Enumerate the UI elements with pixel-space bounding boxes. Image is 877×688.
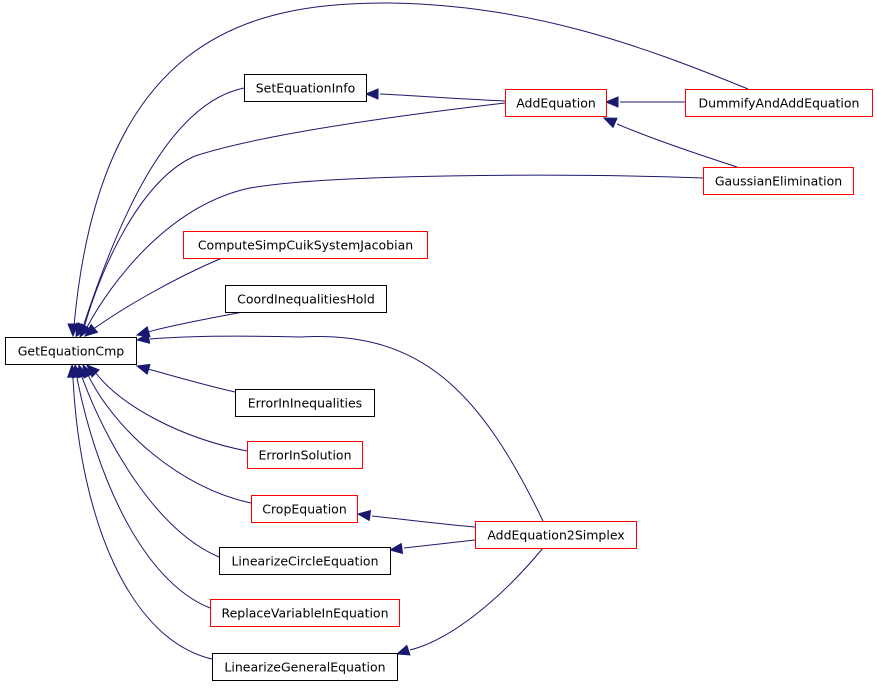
edge-add-equation2-simplex-to-crop-equation (356, 509, 476, 528)
node-box[interactable] (235, 389, 375, 417)
node-box[interactable] (685, 89, 873, 117)
edge-line (87, 374, 252, 504)
arrowhead-icon (135, 332, 151, 344)
node-label: SetEquationInfo (256, 81, 356, 96)
node-add-equation2-simplex[interactable]: AddEquation2Simplex (475, 521, 637, 549)
edge-dummify-and-add-equation-to-root (67, 2, 749, 338)
edge-add-equation2-simplex-to-linearize-circle-equation (388, 539, 476, 555)
edge-dummify-and-add-equation-to-add-equation (604, 96, 685, 108)
edge-line (147, 311, 244, 333)
node-set-equation-info[interactable]: SetEquationInfo (244, 74, 367, 102)
edge-line (72, 377, 213, 660)
edge-error-in-solution-to-root (86, 364, 248, 452)
node-linearize-general-equation[interactable]: LinearizeGeneralEquation (212, 653, 398, 681)
edge-add-equation-to-set-equation-info (364, 88, 506, 102)
arrowhead-icon (388, 542, 404, 555)
edge-line (76, 377, 211, 609)
edge-set-equation-info-to-root (75, 87, 245, 338)
node-label: GaussianElimination (715, 174, 842, 189)
node-label: LinearizeCircleEquation (231, 554, 378, 569)
nodes-layer: GetEquationCmp SetEquationInfoAddEquation… (5, 74, 873, 681)
edge-gaussian-elimination-to-root (79, 174, 704, 339)
node-label: CropEquation (262, 502, 347, 517)
node-label: ComputeSimpCuikSystemJacobian (198, 238, 413, 253)
node-box[interactable] (219, 547, 391, 575)
node-coord-inequalities-hold[interactable]: CoordInequalitiesHold (225, 285, 387, 313)
arrowhead-icon (356, 509, 372, 522)
node-box[interactable] (247, 441, 363, 469)
edge-line (147, 368, 236, 393)
edge-line (94, 371, 248, 452)
arrowhead-icon (79, 323, 92, 339)
edge-line (81, 376, 220, 558)
edge-line (409, 547, 544, 651)
node-replace-variable-in-equation[interactable]: ReplaceVariableInEquation (210, 599, 400, 627)
edge-line (371, 515, 476, 528)
node-label: ErrorInInequalities (248, 396, 362, 411)
node-box[interactable] (703, 167, 854, 195)
edge-line (85, 174, 704, 330)
node-box[interactable] (5, 337, 137, 365)
edge-add-equation2-simplex-to-root (135, 332, 544, 522)
node-box[interactable] (505, 89, 607, 117)
edge-add-equation2-simplex-to-linearize-general-equation (395, 547, 544, 656)
node-box[interactable] (244, 74, 367, 102)
node-label: AddEquation2Simplex (487, 528, 624, 543)
edge-line (83, 102, 506, 329)
arrowhead-icon (604, 96, 619, 108)
edge-coord-inequalities-hold-to-root (135, 311, 244, 338)
edge-line (73, 2, 749, 327)
node-root[interactable]: GetEquationCmp (5, 337, 137, 365)
node-add-equation[interactable]: AddEquation (505, 89, 607, 117)
node-label: ErrorInSolution (259, 448, 352, 463)
arrowhead-icon (364, 88, 379, 100)
node-box[interactable] (225, 285, 387, 313)
arrowhead-icon (602, 117, 618, 129)
edge-line (91, 257, 223, 331)
node-error-in-solution[interactable]: ErrorInSolution (247, 441, 363, 469)
arrowhead-icon (135, 363, 151, 375)
edge-line (403, 539, 476, 549)
node-gaussian-elimination[interactable]: GaussianElimination (703, 167, 854, 195)
arrowhead-icon (395, 644, 411, 656)
node-box[interactable] (210, 599, 400, 627)
edge-linearize-general-equation-to-root (66, 363, 213, 660)
node-box[interactable] (212, 653, 398, 681)
node-label: GetEquationCmp (18, 344, 125, 359)
node-error-in-inequalities[interactable]: ErrorInInequalities (235, 389, 375, 417)
edge-error-in-inequalities-to-root (135, 363, 236, 393)
edge-replace-variable-in-equation-to-root (71, 363, 211, 609)
node-label: LinearizeGeneralEquation (224, 660, 385, 675)
arrowhead-icon (67, 323, 79, 338)
node-label: AddEquation (516, 96, 596, 111)
node-dummify-and-add-equation[interactable]: DummifyAndAddEquation (685, 89, 873, 117)
node-box[interactable] (183, 231, 428, 259)
node-label: ReplaceVariableInEquation (221, 606, 388, 621)
edge-gaussian-elimination-to-add-equation (602, 117, 738, 168)
node-box[interactable] (251, 495, 358, 523)
node-label: CoordInequalitiesHold (237, 292, 375, 307)
edge-line (616, 123, 738, 168)
edges-layer (66, 2, 749, 660)
node-box[interactable] (475, 521, 637, 549)
arrowhead-icon (83, 323, 99, 337)
edge-compute-simp-cuik-system-jacobian-to-root (83, 257, 223, 337)
node-label: DummifyAndAddEquation (699, 96, 860, 111)
edge-line (82, 87, 245, 328)
arrowhead-icon (66, 363, 79, 378)
edge-line (379, 93, 506, 102)
edge-line (149, 335, 544, 522)
node-crop-equation[interactable]: CropEquation (251, 495, 358, 523)
node-compute-simp-cuik-system-jacobian[interactable]: ComputeSimpCuikSystemJacobian (183, 231, 428, 259)
node-linearize-circle-equation[interactable]: LinearizeCircleEquation (219, 547, 391, 575)
